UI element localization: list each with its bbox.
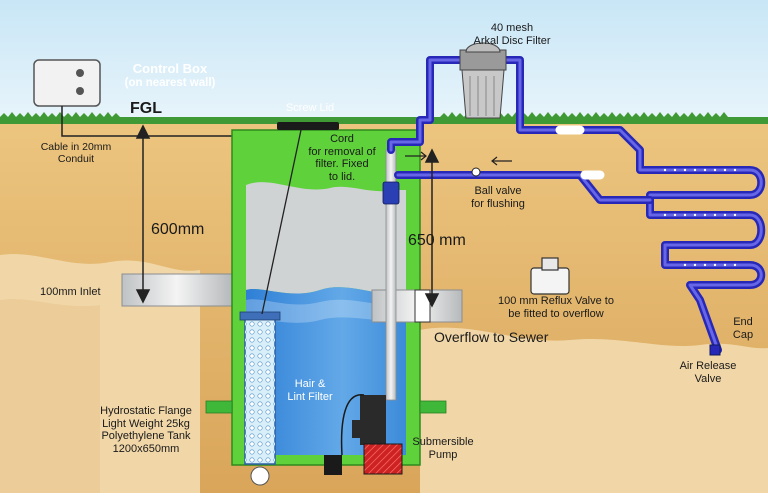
riser-valve xyxy=(382,181,400,205)
control-box-icon xyxy=(33,59,101,107)
depth-650-label: 650 mm xyxy=(408,232,466,249)
air-release-label: Air Release Valve xyxy=(679,360,737,385)
water-highlight xyxy=(246,299,406,323)
disc-filter-icon xyxy=(459,42,507,119)
reflux-flange xyxy=(414,289,431,323)
grass-tufts xyxy=(0,112,120,117)
reflux-valve-label: 100 mm Reflux Valve to be fitted to over… xyxy=(498,295,614,320)
ball-valve-label: Ball valve for flushing xyxy=(471,185,525,210)
pump-label: Submersible Pump xyxy=(412,436,474,461)
greywater xyxy=(246,182,406,294)
cable-conduit xyxy=(61,106,232,137)
flow-arrow-flush xyxy=(491,156,512,166)
rock-layer-right xyxy=(420,327,768,493)
depth-600-label: 600mm xyxy=(151,221,205,238)
air-release-valve xyxy=(709,344,721,356)
mesh-filter-label: 40 mesh Arkal Disc Filter xyxy=(473,22,551,47)
sky xyxy=(0,0,768,125)
cable-label: Cable in 20mm Conduit xyxy=(40,141,112,166)
cord-label: Cord for removal of filter. Fixed to lid… xyxy=(308,133,376,183)
reflux-valve-icon xyxy=(530,257,570,295)
end-cap-label: End Cap xyxy=(732,316,754,341)
outlet-pipe xyxy=(387,56,766,354)
screw-lid-label: Screw Lid xyxy=(285,102,335,114)
dimension-650 xyxy=(424,148,440,308)
submersible-pump-icon xyxy=(324,394,403,475)
ball-valve-icon xyxy=(471,167,481,177)
inlet-label: 100mm Inlet xyxy=(40,286,101,298)
hair-filter-icon xyxy=(239,311,281,486)
overflow-label: Overflow to Sewer xyxy=(434,329,549,345)
flange-right xyxy=(419,400,447,414)
rock-texture xyxy=(0,298,100,493)
screw-lid xyxy=(277,122,339,130)
flow-arrow-outlet xyxy=(405,151,427,161)
fgl-label: FGL xyxy=(130,100,162,117)
tank-spec-label: Hydrostatic Flange Light Weight 25kg Pol… xyxy=(100,405,192,455)
control-box-label: Control Box (on nearest wall) xyxy=(124,61,216,89)
ground-line xyxy=(0,117,768,124)
dripper-holes xyxy=(663,168,737,267)
filter-cord xyxy=(261,129,302,315)
dimension-600 xyxy=(135,124,151,304)
hair-filter-label: Hair & Lint Filter xyxy=(287,378,333,403)
flange-left xyxy=(205,400,233,414)
